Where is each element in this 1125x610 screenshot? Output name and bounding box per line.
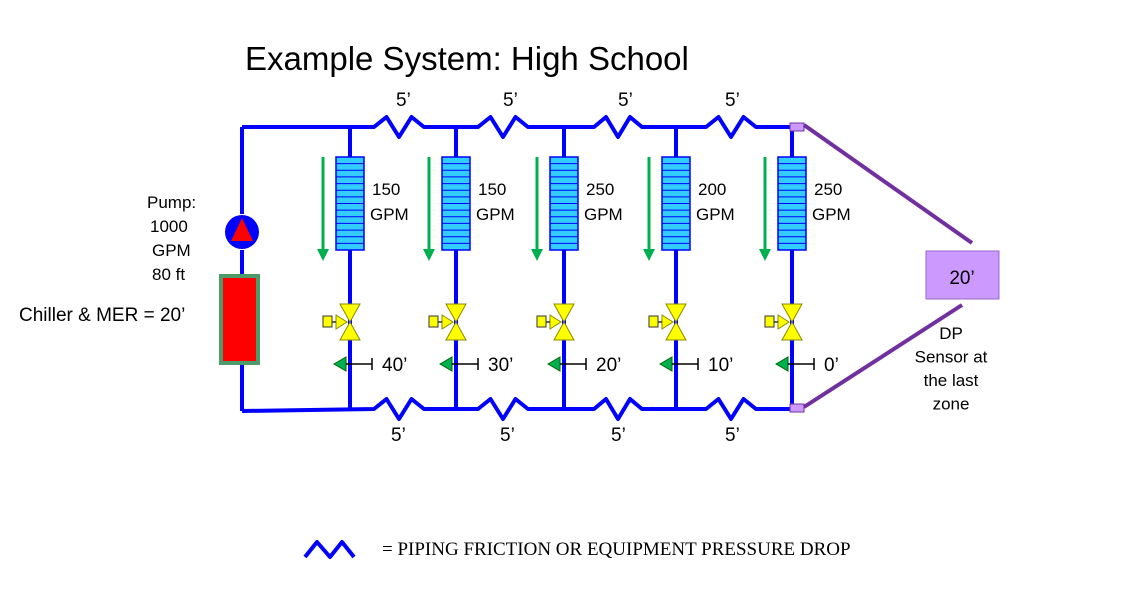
- sensor-line-return: [802, 303, 964, 409]
- valve-icon: [665, 320, 687, 341]
- valve-icon: [339, 320, 361, 341]
- dp-arrow-head: [547, 356, 561, 372]
- dp-arrow-head: [775, 356, 789, 372]
- zone-flow-value: 150: [372, 180, 400, 199]
- pump: [225, 215, 259, 249]
- zone-flow-unit: GPM: [476, 205, 515, 224]
- dp-sensor-caption-line: the last: [924, 371, 979, 390]
- flow-arrow-head: [759, 249, 771, 261]
- valve-icon: [445, 303, 467, 324]
- actuator-icon: [428, 315, 439, 328]
- actuator-icon: [648, 315, 659, 328]
- pump-triangle: [231, 218, 253, 241]
- friction-label-top: 5’: [618, 90, 633, 111]
- valve-icon: [549, 314, 562, 330]
- valve-icon: [781, 303, 803, 324]
- pump-label-3: GPM: [152, 241, 191, 260]
- sensor-tap-return: [789, 403, 805, 413]
- dp-sensor-caption-line: zone: [933, 395, 970, 414]
- friction-label-bottom: 5’: [611, 425, 626, 446]
- sensor-line-supply: [802, 123, 974, 245]
- sensor-lines: [789, 122, 974, 413]
- zone-dp-label: 30’: [488, 355, 513, 376]
- actuator-icon: [764, 315, 775, 328]
- chiller-label: Chiller & MER = 20’: [19, 305, 185, 326]
- pump-label-1: Pump:: [147, 193, 196, 212]
- zone-flow-value: 150: [478, 180, 506, 199]
- friction-label-top: 5’: [725, 90, 740, 111]
- flow-arrow-head: [423, 249, 435, 261]
- dp-sensor-caption-line: DP: [939, 324, 963, 343]
- sensor-tap-supply: [789, 122, 805, 132]
- header-pipe-bottom: [241, 397, 794, 421]
- dp-sensor-caption-line: Sensor at: [915, 348, 988, 367]
- pump-label-2: 1000: [150, 217, 188, 236]
- zone-flow-unit: GPM: [370, 205, 409, 224]
- zone-dp-label: 40’: [382, 355, 407, 376]
- legend-text: = PIPING FRICTION OR EQUIPMENT PRESSURE …: [382, 539, 851, 560]
- actuator-icon: [536, 315, 547, 328]
- flow-arrow-head: [317, 249, 329, 261]
- dp-arrow-head: [333, 356, 347, 372]
- valve-icon: [781, 320, 803, 341]
- zigzag-friction-icon: [303, 540, 356, 559]
- chiller-box: [219, 274, 260, 365]
- zone-flow-value: 200: [698, 180, 726, 199]
- flow-arrow-head: [643, 249, 655, 261]
- zone-dp-label: 20’: [596, 355, 621, 376]
- valve-icon: [553, 303, 575, 324]
- zone-flow-unit: GPM: [584, 205, 623, 224]
- valve-icon: [665, 303, 687, 324]
- header-pipe-top: [242, 115, 794, 139]
- valve-icon: [441, 314, 454, 330]
- flow-arrow-head: [531, 249, 543, 261]
- zone-flow-unit: GPM: [696, 205, 735, 224]
- valve-icon: [661, 314, 674, 330]
- friction-label-bottom: 5’: [391, 425, 406, 446]
- friction-label-top: 5’: [396, 90, 411, 111]
- dp-arrow-head: [439, 356, 453, 372]
- friction-labels: 5’ 5’ 5’ 5’ 5’ 5’ 5’ 5’: [391, 90, 740, 446]
- actuator-icon: [322, 315, 333, 328]
- valve-icon: [339, 303, 361, 324]
- dp-sensor-value: 20’: [949, 268, 974, 289]
- zone-dp-label: 0’: [824, 355, 839, 376]
- dp-arrow-head: [659, 356, 673, 372]
- friction-label-top: 5’: [503, 90, 518, 111]
- dp-sensor-box: [925, 250, 1000, 300]
- friction-label-bottom: 5’: [500, 425, 515, 446]
- zone-flow-value: 250: [814, 180, 842, 199]
- zone-flow-unit: GPM: [812, 205, 851, 224]
- dp-sensor-caption: DP Sensor at the last zone: [915, 324, 988, 414]
- friction-label-bottom: 5’: [725, 425, 740, 446]
- pump-label-4: 80 ft: [152, 265, 185, 284]
- zone-dp-label: 10’: [708, 355, 733, 376]
- valve-icon: [553, 320, 575, 341]
- valve-icon: [777, 314, 790, 330]
- valve-icon: [335, 314, 348, 330]
- valve-icon: [445, 320, 467, 341]
- zone-flow-value: 250: [586, 180, 614, 199]
- diagram-title: Example System: High School: [245, 40, 689, 77]
